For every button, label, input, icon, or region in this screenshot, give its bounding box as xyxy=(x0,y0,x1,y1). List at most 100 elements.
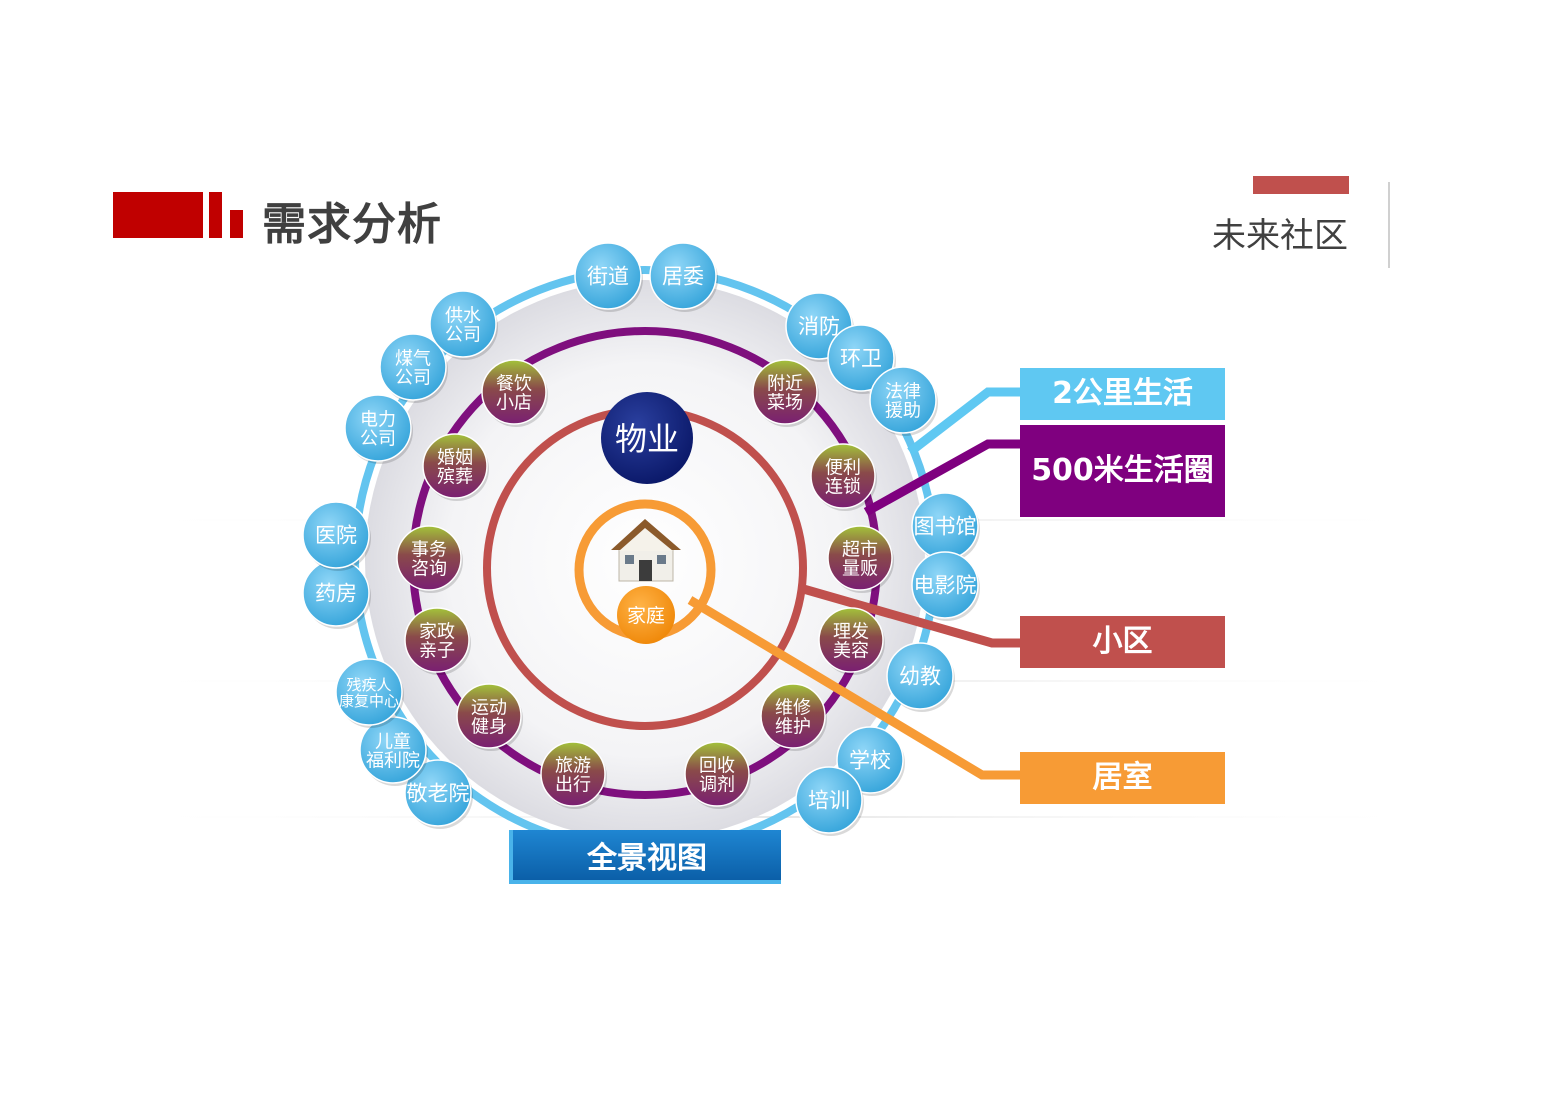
full-view-label: 全景视图 xyxy=(587,841,707,876)
header-mark-block xyxy=(113,192,203,238)
middle-ring-bubble-label: 事务咨询 xyxy=(411,539,447,579)
outer-ring-bubble-circle xyxy=(649,242,717,310)
house-icon xyxy=(611,519,681,582)
outer-ring-bubble-circle xyxy=(344,394,412,462)
middle-ring-bubble-circle xyxy=(396,525,462,591)
middle-ring-bubble-circle xyxy=(422,433,488,499)
middle-ring-bubble-circle xyxy=(540,741,606,807)
outer-ring-bubble-label: 电影院 xyxy=(914,573,977,597)
middle-ring-bubble-label: 餐饮小店 xyxy=(496,373,532,413)
connector-community xyxy=(798,583,1022,648)
middle-ring-bubble-label: 维修维护 xyxy=(775,697,811,737)
middle-ring-bubble: 运动健身 xyxy=(456,683,523,751)
outer-ring-bubble: 电影院 xyxy=(911,551,980,621)
legend-community-label: 小区 xyxy=(1092,623,1153,659)
middle-ring-bubble: 婚姻殡葬 xyxy=(422,433,489,501)
middle-ring-bubble-label: 超市量贩 xyxy=(842,539,878,579)
legend-2km: 2公里生活 xyxy=(1020,368,1225,420)
middle-ring-bubble-label: 附近菜场 xyxy=(767,373,803,413)
middle-ring-bubble: 餐饮小店 xyxy=(481,359,548,427)
outer-ring-bubble-label: 图书馆 xyxy=(914,514,977,538)
header-mark-bar-small xyxy=(230,210,243,238)
middle-ring-bubble: 事务咨询 xyxy=(396,525,463,593)
outer-ring-bubble-label: 培训 xyxy=(808,788,850,812)
middle-ring-bubble: 附近菜场 xyxy=(752,359,819,427)
outer-ring-bubble-label: 儿童福利院 xyxy=(366,731,420,771)
outer-ring-bubble: 法律援助 xyxy=(869,366,938,436)
outer-ring-bubble-label: 居委 xyxy=(662,264,704,288)
outer-ring-bubble-label: 环卫 xyxy=(840,346,882,370)
outer-ring-bubble: 残疾人康复中心 xyxy=(335,658,404,728)
outer-ring-bubble-circle xyxy=(429,290,497,358)
outer-ring-bubble: 图书馆 xyxy=(911,492,980,562)
middle-ring-bubble-circle xyxy=(404,607,470,673)
middle-ring-bubble-circle xyxy=(818,607,884,673)
home-label: 家庭 xyxy=(627,605,665,627)
middle-ring-bubble: 旅游出行 xyxy=(540,741,607,809)
middle-ring-bubble-label: 回收调剂 xyxy=(699,755,735,795)
legend-community: 小区 xyxy=(1020,616,1225,668)
middle-ring-bubble-label: 运动健身 xyxy=(471,697,507,737)
connector-500m xyxy=(863,439,1022,516)
outer-ring-bubble: 供水公司 xyxy=(429,290,498,360)
legend-2km-label: 2公里生活 xyxy=(1052,375,1193,411)
outer-ring-bubble: 幼教 xyxy=(886,642,955,712)
outer-ring-bubble-circle xyxy=(404,759,472,827)
middle-ring-bubble: 维修维护 xyxy=(760,683,827,751)
outer-ring-bubble: 培训 xyxy=(795,766,864,836)
outer-ring-bubble: 街道 xyxy=(574,242,643,312)
home-bubble xyxy=(617,586,675,644)
outer-ring-bubble-label: 供水公司 xyxy=(445,305,481,345)
outer-ring-bubble: 电力公司 xyxy=(344,394,413,464)
middle-ring-bubble-circle xyxy=(752,359,818,425)
outer-ring-bubble-label: 法律援助 xyxy=(885,381,921,421)
middle-ring-bubble: 便利连锁 xyxy=(810,443,877,511)
outer-ring-bubble-label: 残疾人康复中心 xyxy=(339,676,399,710)
legend-home-label: 居室 xyxy=(1092,759,1153,795)
outer-ring-bubble-circle xyxy=(869,366,937,434)
outer-ring-bubble-label: 街道 xyxy=(587,264,629,288)
outer-ring-bubble-circle xyxy=(911,551,979,619)
outer-ring-bubble-label: 医院 xyxy=(315,523,357,547)
outer-ring-bubble-label: 学校 xyxy=(849,748,891,772)
middle-ring-bubble: 理发美容 xyxy=(818,607,885,675)
legend-home: 居室 xyxy=(1020,752,1225,804)
outer-ring-bubble: 药房 xyxy=(302,559,371,629)
middle-ring-bubble: 家政亲子 xyxy=(404,607,471,675)
outer-ring-bubble-circle xyxy=(302,501,370,569)
middle-ring-bubble-circle xyxy=(827,525,893,591)
outer-ring-bubble: 敬老院 xyxy=(404,759,473,829)
outer-ring-bubble: 医院 xyxy=(302,501,371,571)
middle-ring-bubble-circle xyxy=(684,741,750,807)
middle-ring-bubble: 超市量贩 xyxy=(827,525,894,593)
middle-ring-bubble-label: 家政亲子 xyxy=(419,621,455,661)
middle-ring-bubble-label: 便利连锁 xyxy=(825,457,861,497)
outer-ring-bubble-circle xyxy=(379,333,447,401)
legend-500m: 500米生活圈 xyxy=(1020,425,1225,517)
middle-ring-bubble-circle xyxy=(481,359,547,425)
middle-ring-bubble-circle xyxy=(760,683,826,749)
full-view-banner: 全景视图 xyxy=(509,830,781,884)
middle-ring-bubble-label: 理发美容 xyxy=(833,621,869,661)
connector-2km xyxy=(907,387,1022,456)
outer-ring-bubble-circle xyxy=(827,324,895,392)
property-label: 物业 xyxy=(615,420,679,458)
connector-home xyxy=(687,596,1022,780)
outer-ring-bubble-circle xyxy=(359,716,427,784)
outer-ring-bubble-circle xyxy=(574,242,642,310)
middle-ring-bubble-circle xyxy=(810,443,876,509)
middle-ring-bubble-label: 婚姻殡葬 xyxy=(437,447,473,487)
outer-ring-bubble-label: 消防 xyxy=(798,314,840,338)
middle-ring-bubble-circle xyxy=(456,683,522,749)
outer-ring-bubble: 儿童福利院 xyxy=(359,716,428,786)
outer-ring-bubble-circle xyxy=(795,766,863,834)
outer-ring-bubble-label: 煤气公司 xyxy=(395,348,431,388)
outer-ring-bubble-circle xyxy=(836,726,904,794)
outer-ring-bubble-circle xyxy=(335,658,403,726)
brand-title: 未来社区 xyxy=(1212,216,1348,256)
property-bubble xyxy=(601,392,693,484)
outer-ring-bubble-label: 幼教 xyxy=(899,664,941,688)
outer-ring-bubble-label: 药房 xyxy=(315,581,357,605)
page-title: 需求分析 xyxy=(262,199,442,250)
